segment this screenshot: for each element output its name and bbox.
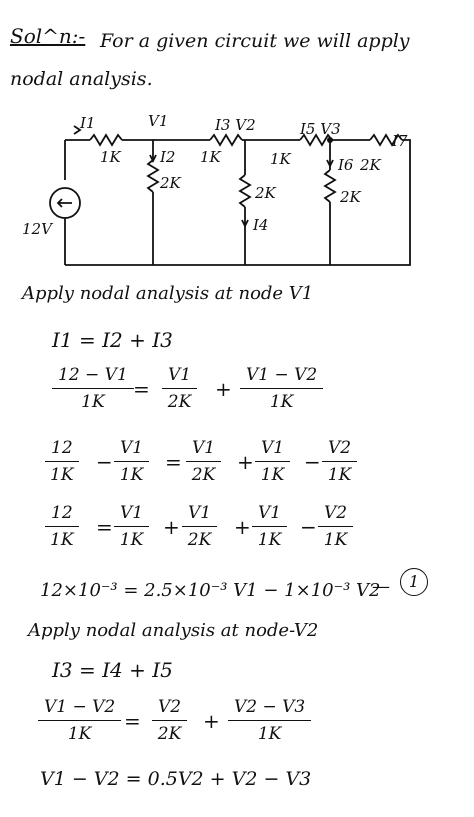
node-v2-heading: Apply nodal analysis at node-V2	[28, 620, 319, 641]
resistor-1k-1	[89, 133, 123, 147]
label-r2: 1K	[200, 148, 222, 166]
n1-eq4-plus-1: +	[163, 515, 180, 539]
resistor-top-right	[369, 133, 403, 147]
label-r6b: 2K	[339, 188, 362, 206]
label-r1: 1K	[100, 148, 122, 166]
node-v1-eq-1: I1 = I2 + I3	[52, 328, 173, 352]
n1-eq3-plus: +	[237, 450, 254, 474]
circuit-diagram: I1 V1 I3 V2 I5 V3 I7 1K I2 1K 1K I6 2K 2…	[22, 112, 411, 266]
node-v2-eq-1: I3 = I4 + I5	[52, 658, 173, 682]
eq-tag-dash: —	[372, 576, 390, 597]
label-I4r: 2K	[254, 184, 277, 202]
node-v2-eq-3: V1 − V2 = 0.5V2 + V2 − V3	[40, 768, 312, 790]
resistor-2k-branch-1	[146, 159, 160, 193]
resistor-2k-branch-3	[323, 169, 337, 203]
n1-eq3-minus-1: −	[96, 450, 113, 474]
label-I6: I6	[337, 156, 354, 174]
label-I5-V3: I5 V3	[299, 120, 341, 138]
solution-label: Sol^n:-	[10, 24, 86, 48]
label-I3-V2: I3 V2	[214, 116, 256, 134]
n1-eq2-equals: =	[133, 377, 150, 401]
resistor-2k-branch-2	[238, 174, 252, 208]
n1-eq2-plus: +	[215, 377, 232, 401]
n1-eq3-minus-2: −	[304, 450, 321, 474]
n2-eq2-equals: =	[124, 709, 141, 733]
label-I2: I2	[159, 148, 175, 166]
label-I4: I4	[252, 216, 268, 234]
label-r6a: 2K	[359, 156, 382, 174]
n1-eq4-minus: −	[300, 515, 317, 539]
intro-line-1: For a given circuit we will apply	[100, 30, 410, 52]
label-I2val: 2K	[159, 174, 182, 192]
intro-line-2: nodal analysis.	[10, 68, 153, 90]
n1-eq3-equals: =	[165, 450, 182, 474]
node-v1-eq-5: 12×10⁻³ = 2.5×10⁻³ V1 − 1×10⁻³ V2	[40, 580, 381, 601]
n2-eq2-plus: +	[203, 709, 220, 733]
label-I1: I1	[79, 114, 95, 132]
label-r3: 1K	[270, 150, 292, 168]
resistor-1k-2	[209, 133, 243, 147]
n1-eq4-plus-2: +	[234, 515, 251, 539]
eq-tag-1: 1	[400, 568, 428, 596]
resistor-1k-3	[299, 133, 333, 147]
bottom-wire	[65, 248, 411, 266]
n1-eq4-equals: =	[96, 515, 113, 539]
label-source: 12V	[22, 220, 54, 238]
node-v1-heading: Apply nodal analysis at node V1	[22, 283, 314, 304]
label-V1: V1	[148, 112, 168, 130]
label-I7: I7	[391, 132, 408, 150]
